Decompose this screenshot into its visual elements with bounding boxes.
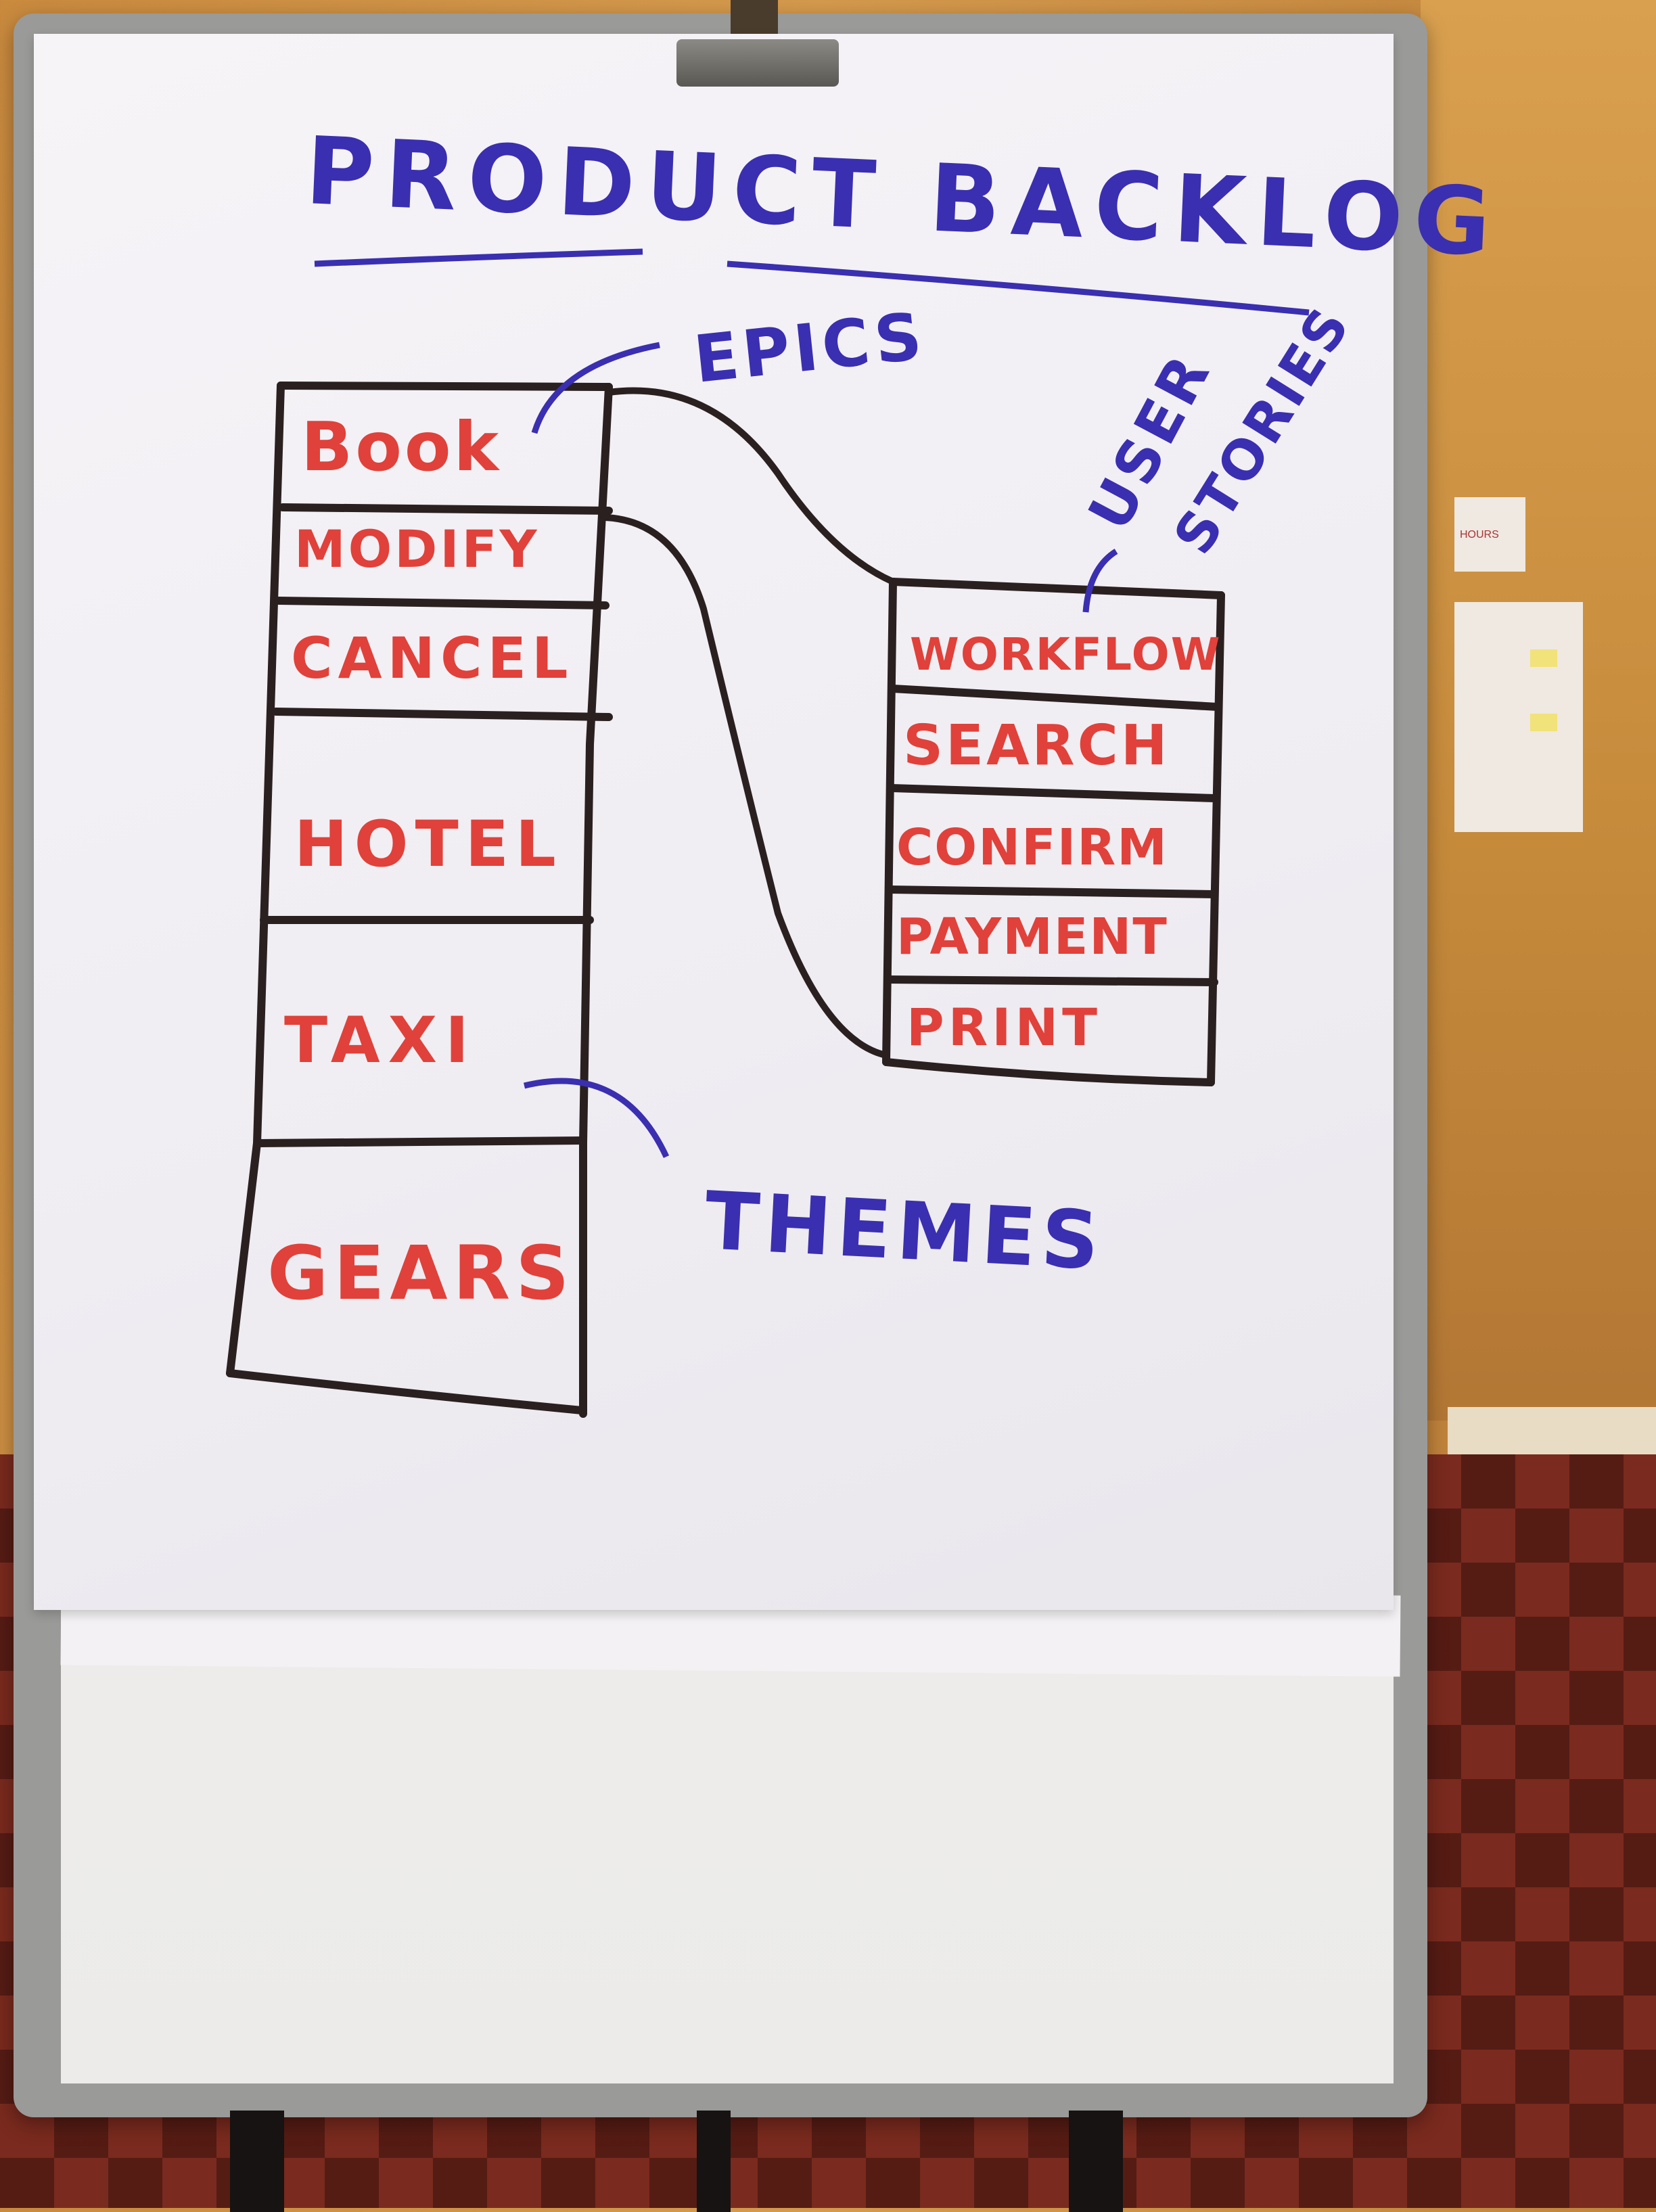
baseboard: [1448, 1407, 1656, 1454]
themes-pointer: [523, 1078, 670, 1158]
wall-sheet: [1454, 602, 1583, 832]
story-item: WORKFLOW: [910, 628, 1222, 681]
theme-item: MODIFY: [294, 519, 540, 579]
theme-item: TAXI: [284, 1004, 477, 1078]
themes-column-box: [226, 382, 613, 1418]
epics-pointer: [531, 342, 660, 434]
stories-column-box: [882, 578, 1225, 1086]
story-item: PRINT: [906, 997, 1101, 1057]
sticky-note: [1530, 714, 1557, 731]
epic-to-stories-connector: [608, 387, 895, 585]
easel-leg: [1069, 2111, 1123, 2212]
themes-label: THEMES: [703, 1174, 1107, 1288]
theme-item: CANCEL: [291, 625, 574, 691]
sticky-note: [1530, 649, 1557, 667]
story-item: CONFIRM: [896, 819, 1168, 877]
story-item: PAYMENT: [896, 908, 1168, 966]
paper-clip: [676, 39, 839, 87]
user-stories-pointer: [1082, 549, 1118, 613]
title-underline: [314, 248, 643, 267]
epic-to-stories-connector: [605, 514, 888, 1059]
theme-item: GEARS: [267, 1230, 575, 1316]
title-underline: [727, 260, 1310, 316]
easel-leg: [230, 2111, 284, 2212]
wall-note-label: HOURS: [1460, 529, 1499, 540]
theme-item: Book: [301, 407, 501, 486]
epics-label: EPICS: [691, 298, 929, 398]
theme-item: HOTEL: [294, 808, 563, 881]
wall-note: [1454, 497, 1525, 572]
story-item: SEARCH: [903, 714, 1170, 778]
easel-leg: [697, 2111, 731, 2212]
diagram-title: PRODUCT BACKLOG: [304, 116, 1504, 277]
